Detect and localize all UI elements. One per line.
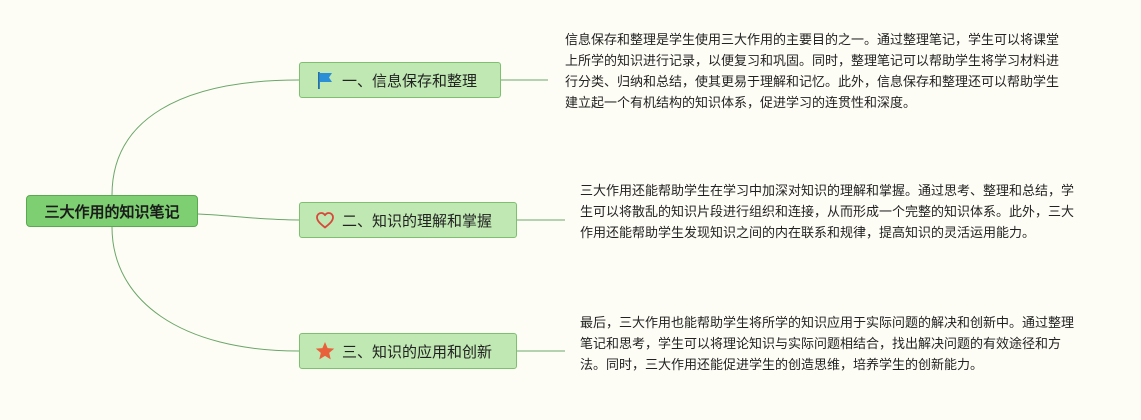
branch-node-1[interactable]: 一、信息保存和整理 bbox=[299, 62, 501, 98]
branch-label-1: 一、信息保存和整理 bbox=[342, 71, 478, 90]
branch-node-2[interactable]: 二、知识的理解和掌握 bbox=[299, 202, 517, 238]
branch-label-3: 三、知识的应用和创新 bbox=[342, 342, 493, 361]
star-icon bbox=[314, 340, 336, 362]
root-label: 三大作用的知识笔记 bbox=[44, 202, 180, 221]
connector-root-branch-2 bbox=[197, 213, 300, 221]
branch-description-2: 三大作用还能帮助学生在学习中加深对知识的理解和掌握。通过思考、整理和总结，学生可… bbox=[580, 184, 1075, 241]
branch-description-3: 最后，三大作用也能帮助学生将所学的知识应用于实际问题的解决和创新中。通过整理笔记… bbox=[580, 316, 1075, 373]
flag-icon bbox=[314, 69, 336, 91]
branch-node-3[interactable]: 三、知识的应用和创新 bbox=[299, 333, 517, 369]
branch-label-2: 二、知识的理解和掌握 bbox=[342, 211, 493, 230]
connector-root-branch-3 bbox=[111, 226, 300, 352]
branch-description-1: 信息保存和整理是学生使用三大作用的主要目的之一。通过整理笔记，学生可以将课堂上所… bbox=[565, 33, 1060, 111]
heart-outline-icon bbox=[314, 209, 336, 231]
connector-root-branch-1 bbox=[111, 79, 300, 196]
root-node[interactable]: 三大作用的知识笔记 bbox=[26, 195, 198, 227]
